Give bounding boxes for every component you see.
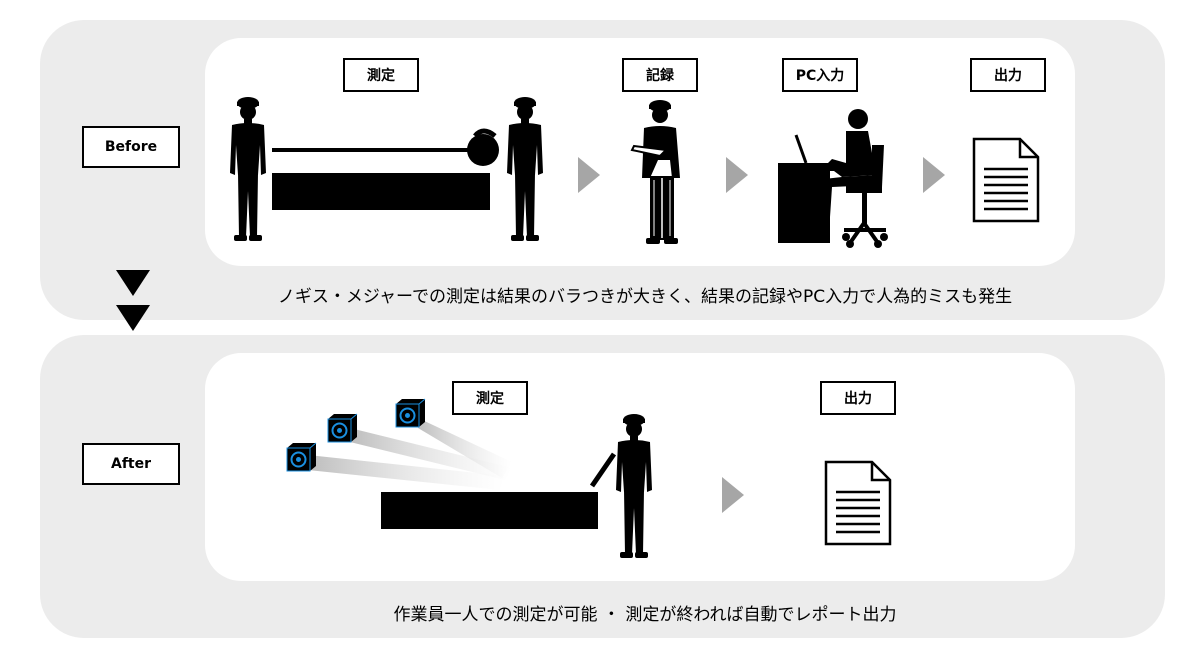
- camera-icon: [392, 398, 426, 428]
- step-arrow-icon: [726, 157, 748, 193]
- measured-beam: [381, 492, 598, 529]
- camera-icon: [324, 413, 358, 443]
- before-step-output-label: 出力: [970, 58, 1046, 92]
- before-label: Before: [82, 126, 180, 168]
- step-arrow-icon: [722, 477, 744, 513]
- after-step-output-label: 出力: [820, 381, 896, 415]
- step-arrow-icon: [578, 157, 600, 193]
- before-caption: ノギス・メジャーでの測定は結果のバラつきが大きく、結果の記録やPC入力で人為的ミ…: [277, 287, 1013, 307]
- tape-measure-icon: [272, 128, 499, 166]
- after-caption: 作業員一人での測定が可能 ・ 測定が終われば自動でレポート出力: [393, 605, 897, 625]
- before-step-measure-label: 測定: [343, 58, 419, 92]
- after-label: After: [82, 443, 180, 485]
- document-icon: [824, 460, 892, 546]
- camera-icon: [283, 442, 317, 472]
- before-step-record-label: 記録: [622, 58, 698, 92]
- down-arrow-icon: [116, 270, 150, 296]
- pointer-stick: [589, 452, 617, 488]
- worker-icon: [614, 412, 654, 562]
- pc-worker-icon: [778, 109, 888, 248]
- step-arrow-icon: [923, 157, 945, 193]
- down-arrow-icon: [116, 305, 150, 331]
- clipboard-worker-icon: [630, 100, 680, 244]
- measured-beam: [272, 173, 490, 210]
- after-step-measure-label: 測定: [452, 381, 528, 415]
- before-step-pc-input-label: PC入力: [782, 58, 858, 92]
